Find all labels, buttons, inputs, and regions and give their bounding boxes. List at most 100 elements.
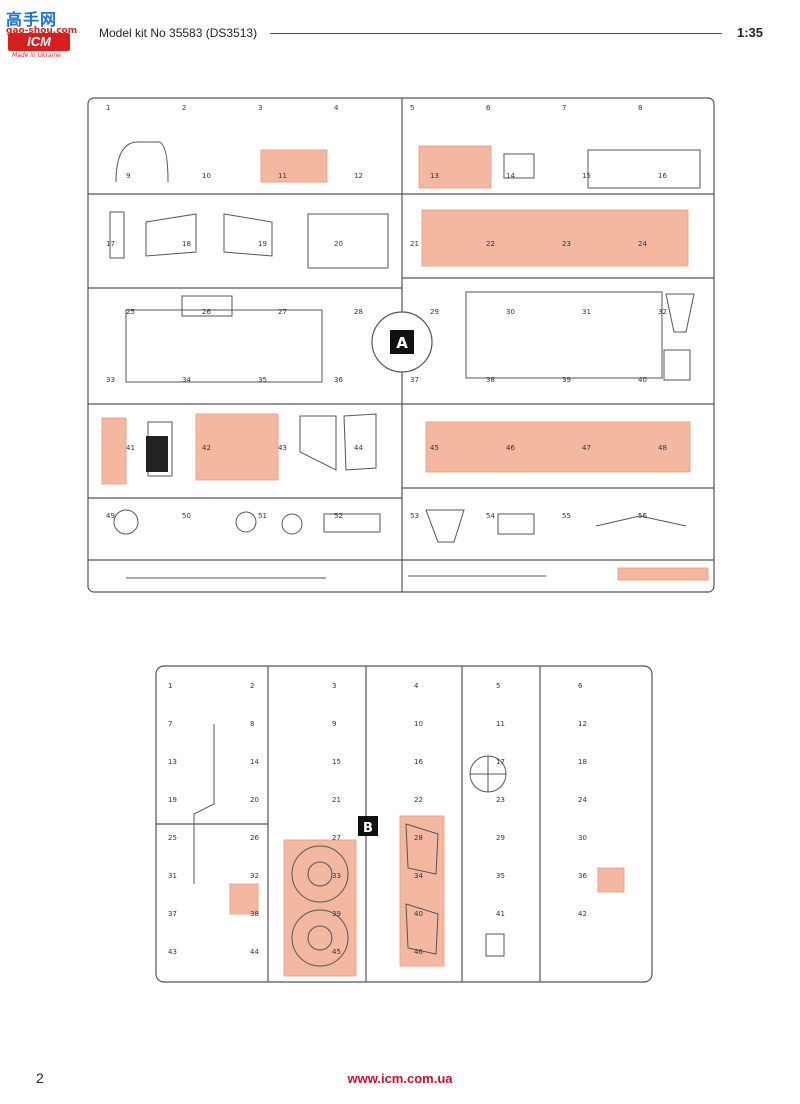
part-number: 39 — [562, 376, 571, 384]
part-number: 9 — [332, 720, 336, 728]
part-number: 50 — [182, 512, 191, 520]
part-number: 21 — [332, 796, 341, 804]
part-number: 3 — [258, 104, 262, 112]
header-rule — [270, 33, 722, 34]
part-number: 6 — [486, 104, 491, 112]
part-number: 19 — [168, 796, 177, 804]
part-number: 26 — [250, 834, 259, 842]
part-number: 33 — [106, 376, 115, 384]
part-number: 6 — [578, 682, 583, 690]
part-number: 42 — [202, 444, 211, 452]
part-number: 33 — [332, 872, 341, 880]
part-number: 11 — [496, 720, 505, 728]
page-header: 高手网 gao-shou.com ICM Made in Ukraine Mod… — [0, 0, 800, 60]
part-number: 35 — [496, 872, 505, 880]
part-number: 40 — [638, 376, 647, 384]
part-number: 32 — [250, 872, 259, 880]
logo-sub-text: gao-shou.com — [6, 26, 78, 36]
part-number: 13 — [430, 172, 439, 180]
part-number: 23 — [496, 796, 505, 804]
part-number: 55 — [562, 512, 571, 520]
part-number: 18 — [578, 758, 587, 766]
part-number: 52 — [334, 512, 343, 520]
part-number: 10 — [414, 720, 423, 728]
part-number: 15 — [582, 172, 591, 180]
part-number: 16 — [658, 172, 667, 180]
part-number: 5 — [410, 104, 414, 112]
part-number: 24 — [638, 240, 647, 248]
part-number: 20 — [334, 240, 343, 248]
part-number: 14 — [250, 758, 259, 766]
part-number: 10 — [202, 172, 211, 180]
part-number: 22 — [486, 240, 495, 248]
part-number: 43 — [168, 948, 177, 956]
part-number: 34 — [182, 376, 191, 384]
part-number: 53 — [410, 512, 419, 520]
part-number: 16 — [414, 758, 423, 766]
icm-logo-mark: ICM — [8, 33, 70, 51]
part-number: 41 — [126, 444, 135, 452]
part-number: 2 — [182, 104, 186, 112]
part-number: 38 — [486, 376, 495, 384]
part-number: 8 — [250, 720, 254, 728]
part-number: 34 — [414, 872, 423, 880]
part-number: 18 — [182, 240, 191, 248]
part-number: 44 — [354, 444, 363, 452]
part-number: 36 — [578, 872, 587, 880]
part-number: 43 — [278, 444, 287, 452]
part-number: 22 — [414, 796, 423, 804]
part-number: 4 — [334, 104, 339, 112]
part-number: 27 — [332, 834, 341, 842]
part-number: 41 — [496, 910, 505, 918]
part-number: 3 — [332, 682, 336, 690]
part-number: 47 — [582, 444, 591, 452]
part-number: 29 — [496, 834, 505, 842]
part-number: 14 — [506, 172, 515, 180]
part-number: 56 — [638, 512, 647, 520]
part-number: 25 — [126, 308, 135, 316]
logo-tagline: Made in Ukraine — [12, 52, 61, 59]
part-number: 32 — [658, 308, 667, 316]
part-number: 7 — [168, 720, 172, 728]
part-number: 46 — [506, 444, 515, 452]
logo: 高手网 gao-shou.com ICM Made in Ukraine — [6, 6, 90, 59]
part-number: 11 — [278, 172, 287, 180]
page-number: 2 — [36, 1070, 44, 1086]
part-number: 5 — [496, 682, 500, 690]
logo-top-text: 高手网 — [6, 10, 58, 29]
part-number: 24 — [578, 796, 587, 804]
part-number: 37 — [410, 376, 419, 384]
part-number: 42 — [578, 910, 587, 918]
sprue-a-label: A — [396, 334, 408, 352]
part-number: 51 — [258, 512, 267, 520]
part-number: 45 — [332, 948, 341, 956]
part-number: 17 — [496, 758, 505, 766]
part-number: 1 — [168, 682, 172, 690]
part-number: 4 — [414, 682, 419, 690]
part-number: 23 — [562, 240, 571, 248]
part-number: 45 — [430, 444, 439, 452]
part-number: 48 — [658, 444, 667, 452]
part-number: 21 — [410, 240, 419, 248]
part-number: 2 — [250, 682, 254, 690]
part-number: 38 — [250, 910, 259, 918]
part-number: 17 — [106, 240, 115, 248]
part-number: 31 — [582, 308, 591, 316]
part-number: 31 — [168, 872, 177, 880]
part-number: 7 — [562, 104, 566, 112]
website-link[interactable]: www.icm.com.ua — [347, 1071, 453, 1086]
part-number: 20 — [250, 796, 259, 804]
part-number: 26 — [202, 308, 211, 316]
part-number: 13 — [168, 758, 177, 766]
scale-label: 1:35 — [737, 25, 764, 40]
part-number: 19 — [258, 240, 267, 248]
part-number: 1 — [106, 104, 110, 112]
part-number: 29 — [430, 308, 439, 316]
part-number: 36 — [334, 376, 343, 384]
part-number: 46 — [414, 948, 423, 956]
part-number: 39 — [332, 910, 341, 918]
part-number: 44 — [250, 948, 259, 956]
part-number: 25 — [168, 834, 177, 842]
